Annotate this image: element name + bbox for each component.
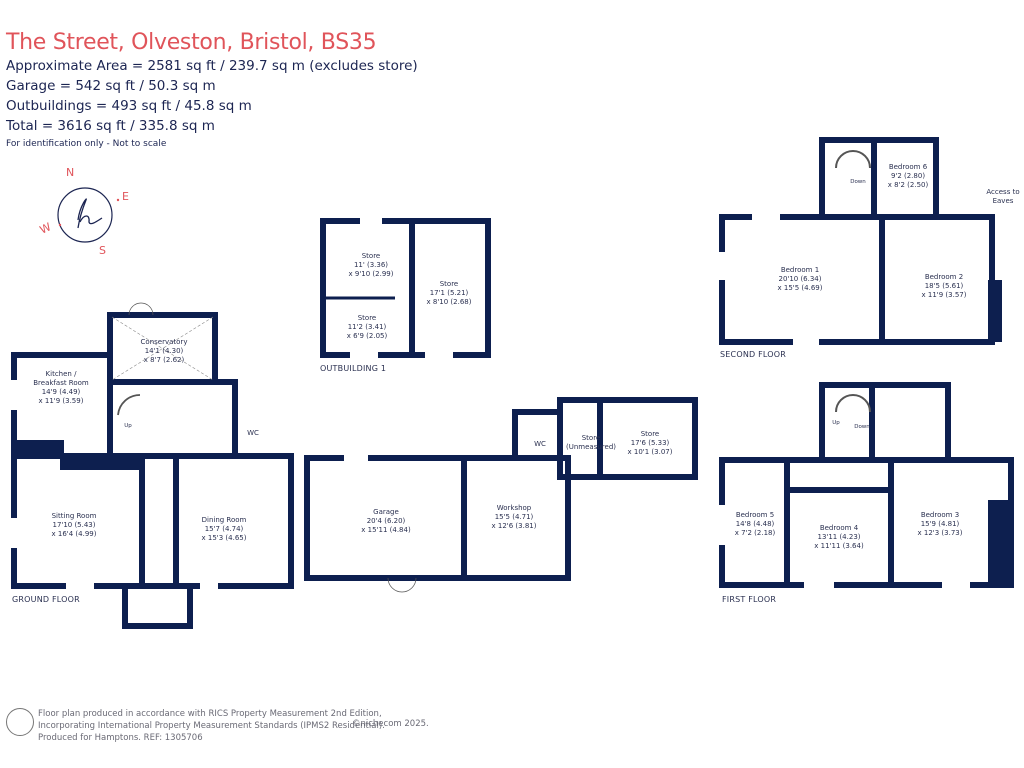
footer-line-3: Produced for Hamptons. REF: 1305706 (38, 733, 203, 743)
room-dim: 14'9 (4.49) (41, 388, 81, 396)
room-name: Dining Room (201, 516, 247, 524)
room-kitchen: Kitchen / Breakfast Room 14'9 (4.49) x 1… (33, 370, 88, 406)
room-dim: 20'10 (6.34) (778, 275, 822, 283)
footer-line-1: Floor plan produced in accordance with R… (38, 709, 382, 719)
footer-line-2: Incorporating International Property Mea… (38, 721, 385, 731)
compass-n: N (66, 166, 75, 179)
room-name: Garage (373, 508, 399, 516)
room-bedroom-4: Bedroom 4 13'11 (4.23) x 11'11 (3.64) (814, 524, 863, 551)
room-dim: 20'4 (6.20) (366, 517, 406, 525)
total-area: Total = 3616 sq ft / 335.8 sq m (6, 118, 215, 134)
room-bedroom-3: Bedroom 3 15'9 (4.81) x 12'3 (3.73) (918, 511, 963, 538)
room-dim: x 7'2 (2.18) (734, 529, 776, 537)
room-dim: 15'5 (4.71) (494, 513, 534, 521)
room-name: Breakfast Room (33, 379, 89, 387)
room-dim: x 12'3 (3.73) (917, 529, 963, 537)
access-to-eaves-label: Access to Eaves (986, 188, 1020, 205)
room-dim: 9'2 (2.80) (890, 172, 926, 180)
room-dim: 13'11 (4.23) (817, 533, 861, 541)
header: The Street, Olveston, Bristol, BS35 Appr… (6, 30, 418, 149)
ground-floor-label: GROUND FLOOR (12, 595, 80, 604)
disclaimer: For identification only - Not to scale (6, 139, 167, 149)
room-conservatory: Conservatory 14'1 (4.30) x 8'7 (2.62) (141, 338, 188, 365)
compass-e: E (122, 190, 129, 203)
room-dim: x 9'10 (2.99) (348, 270, 394, 278)
approx-area: Approximate Area = 2581 sq ft / 239.7 sq… (6, 58, 418, 74)
room-name: Bedroom 1 (780, 266, 820, 274)
room-dim: 18'5 (5.61) (924, 282, 964, 290)
room-dim: x 11'9 (3.57) (921, 291, 967, 299)
room-dim: 11'2 (3.41) (347, 323, 387, 331)
compass-s: S (99, 244, 106, 257)
property-title: The Street, Olveston, Bristol, BS35 (6, 30, 377, 55)
room-dim: x 8'10 (2.68) (426, 298, 472, 306)
outbuildings-area: Outbuildings = 493 sq ft / 45.8 sq m (6, 98, 252, 114)
room-name: Workshop (496, 504, 532, 512)
room-store-2: Store 11'2 (3.41) x 6'9 (2.05) (347, 314, 387, 341)
person-icon (6, 708, 34, 736)
room-store-3: Store 17'1 (5.21) x 8'10 (2.68) (427, 280, 472, 307)
room-bedroom-6: Bedroom 6 9'2 (2.80) x 8'2 (2.50) (888, 163, 928, 190)
room-dim: 15'9 (4.81) (920, 520, 960, 528)
room-dim: 14'1 (4.30) (144, 347, 184, 355)
room-dim: x 10'1 (3.07) (627, 448, 673, 456)
room-name: Store (640, 430, 660, 438)
garage-area: Garage = 542 sq ft / 50.3 sq m (6, 78, 216, 94)
outbuilding-label: OUTBUILDING 1 (320, 364, 387, 373)
room-dim: x 8'7 (2.62) (143, 356, 185, 364)
room-dim: 17'10 (5.43) (52, 521, 96, 529)
room-store-unmeasured: Store (Unmeasured) (566, 434, 616, 452)
room-dim: x 15'11 (4.84) (361, 526, 411, 534)
room-dim: x 15'5 (4.69) (777, 284, 823, 292)
room-sitting-room: Sitting Room 17'10 (5.43) x 16'4 (4.99) (52, 512, 97, 539)
room-dim: 17'6 (5.33) (630, 439, 670, 447)
footer: Floor plan produced in accordance with R… (38, 708, 385, 744)
room-name: Store (357, 314, 377, 322)
first-floor-label: FIRST FLOOR (722, 595, 777, 604)
room-garage: Garage 20'4 (6.20) x 15'11 (4.84) (361, 508, 410, 535)
second-floor-label: SECOND FLOOR (720, 350, 787, 359)
room-dim: 17'1 (5.21) (429, 289, 469, 297)
room-name: Bedroom 4 (819, 524, 859, 532)
stair-down-label: Down (850, 179, 866, 185)
room-name: Bedroom 6 (888, 163, 928, 171)
room-dim: x 11'11 (3.64) (814, 542, 864, 550)
wc-label-2: WC (534, 440, 546, 448)
room-store-large: Store 17'6 (5.33) x 10'1 (3.07) (628, 430, 673, 457)
room-name: Store (439, 280, 459, 288)
stair-up-label: Up (124, 423, 132, 429)
room-dining-room: Dining Room 15'7 (4.74) x 15'3 (4.65) (202, 516, 247, 543)
room-name: Bedroom 2 (924, 273, 964, 281)
room-name: Store (361, 252, 381, 260)
room-dim: 14'8 (4.48) (735, 520, 775, 528)
room-name: Bedroom 5 (735, 511, 775, 519)
room-dim: x 12'6 (3.81) (491, 522, 537, 530)
room-dim: x 8'2 (2.50) (887, 181, 929, 189)
room-bedroom-2: Bedroom 2 18'5 (5.61) x 11'9 (3.57) (922, 273, 967, 300)
room-name: Conservatory (140, 338, 188, 346)
stair-up-label: Up (832, 420, 840, 426)
room-dim: x 11'9 (3.59) (38, 397, 84, 405)
room-name: Bedroom 3 (920, 511, 960, 519)
room-dim: x 6'9 (2.05) (346, 332, 388, 340)
room-name: Store (581, 434, 601, 442)
room-name: Kitchen / (45, 370, 77, 378)
wc-label: WC (247, 429, 259, 437)
room-dim: 15'7 (4.74) (204, 525, 244, 533)
room-name: Sitting Room (51, 512, 97, 520)
room-bedroom-5: Bedroom 5 14'8 (4.48) x 7'2 (2.18) (735, 511, 775, 538)
room-workshop: Workshop 15'5 (4.71) x 12'6 (3.81) (492, 504, 537, 531)
room-dim: x 16'4 (4.99) (51, 530, 97, 538)
copyright: ©nichecom 2025. (352, 719, 429, 729)
room-store-1: Store 11' (3.36) x 9'10 (2.99) (349, 252, 394, 279)
room-bedroom-1: Bedroom 1 20'10 (6.34) x 15'5 (4.69) (778, 266, 823, 293)
room-dim: x 15'3 (4.65) (201, 534, 247, 542)
room-dim: 11' (3.36) (353, 261, 389, 269)
room-dim: (Unmeasured) (566, 443, 616, 451)
stair-down-label: Down (854, 424, 870, 430)
